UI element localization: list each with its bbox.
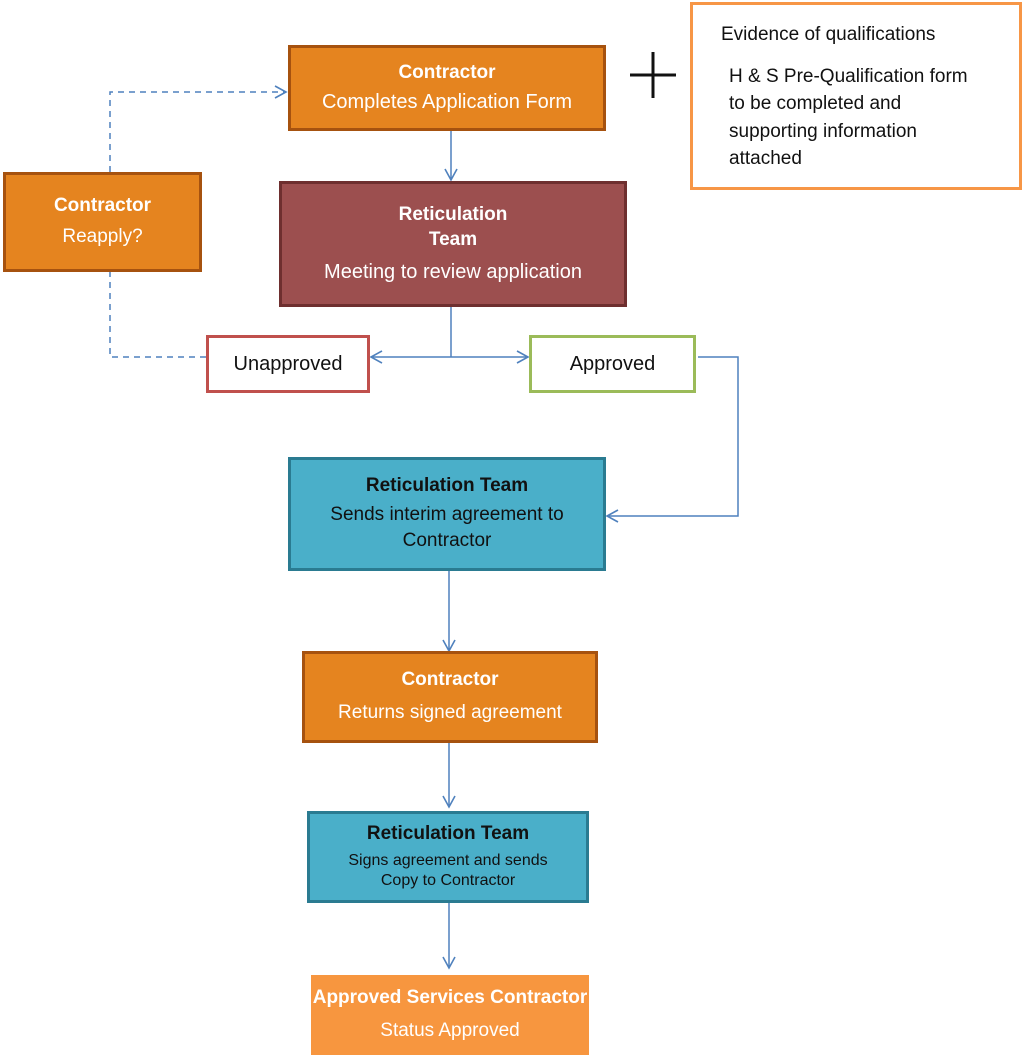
plus-icon: [630, 52, 676, 98]
contractor-signed-box: Contractor Returns signed agreement: [302, 651, 598, 743]
signed-text: Returns signed agreement: [338, 702, 562, 723]
signed-title: Contractor: [401, 669, 499, 691]
contractor-apply-title: Contractor: [398, 61, 496, 83]
evidence-details: H & S Pre-Qualification form to be compl…: [721, 63, 968, 173]
interim-title: Reticulation Team: [365, 474, 529, 496]
review-text: Meeting to review application: [324, 260, 582, 283]
sign-send-line-1: Signs agreement and sends: [348, 851, 548, 869]
approved-text: Approved: [569, 353, 656, 375]
contractor-reapply-text: Reapply?: [62, 226, 143, 247]
review-box: Reticulation Team Meeting to review appl…: [279, 181, 627, 307]
review-title-line-1: Reticulation: [398, 204, 508, 226]
unapproved-box: Unapproved: [206, 335, 370, 393]
evidence-line-4: attached: [729, 148, 802, 170]
contractor-reapply-title: Contractor: [53, 195, 152, 217]
evidence-heading: Evidence of qualifications: [721, 24, 936, 45]
evidence-line-1: H & S Pre-Qualification form: [729, 65, 968, 87]
final-text: Status Approved: [380, 1020, 520, 1041]
sign-send-line-2: Copy to Contractor: [380, 872, 516, 890]
evidence-box: Evidence of qualifications H & S Pre-Qua…: [690, 2, 1022, 190]
evidence-line-2: to be completed and: [729, 93, 902, 115]
interim-line-1: Sends interim agreement to: [330, 503, 564, 525]
unapproved-text: Unapproved: [233, 353, 343, 375]
contractor-apply-box: Contractor Completes Application Form: [288, 45, 606, 131]
contractor-apply-text: Completes Application Form: [321, 91, 573, 114]
final-approved-box: Approved Services Contractor Status Appr…: [311, 975, 589, 1055]
approved-box: Approved: [529, 335, 696, 393]
arrow-approved-to-interim: [605, 356, 739, 523]
interim-box: Reticulation Team Sends interim agreemen…: [288, 457, 606, 571]
evidence-line-3: supporting information: [729, 120, 917, 142]
sign-send-box: Reticulation Team Signs agreement and se…: [307, 811, 589, 903]
review-title-line-2: Team: [428, 229, 478, 250]
dashed-unapproved-to-reapply: [109, 272, 206, 358]
dashed-reapply-to-apply: [109, 85, 288, 172]
contractor-reapply-box: Contractor Reapply?: [3, 172, 202, 272]
final-title: Approved Services Contractor: [312, 987, 588, 1009]
sign-send-title: Reticulation Team: [366, 822, 530, 844]
interim-line-2: Contractor: [402, 530, 492, 552]
